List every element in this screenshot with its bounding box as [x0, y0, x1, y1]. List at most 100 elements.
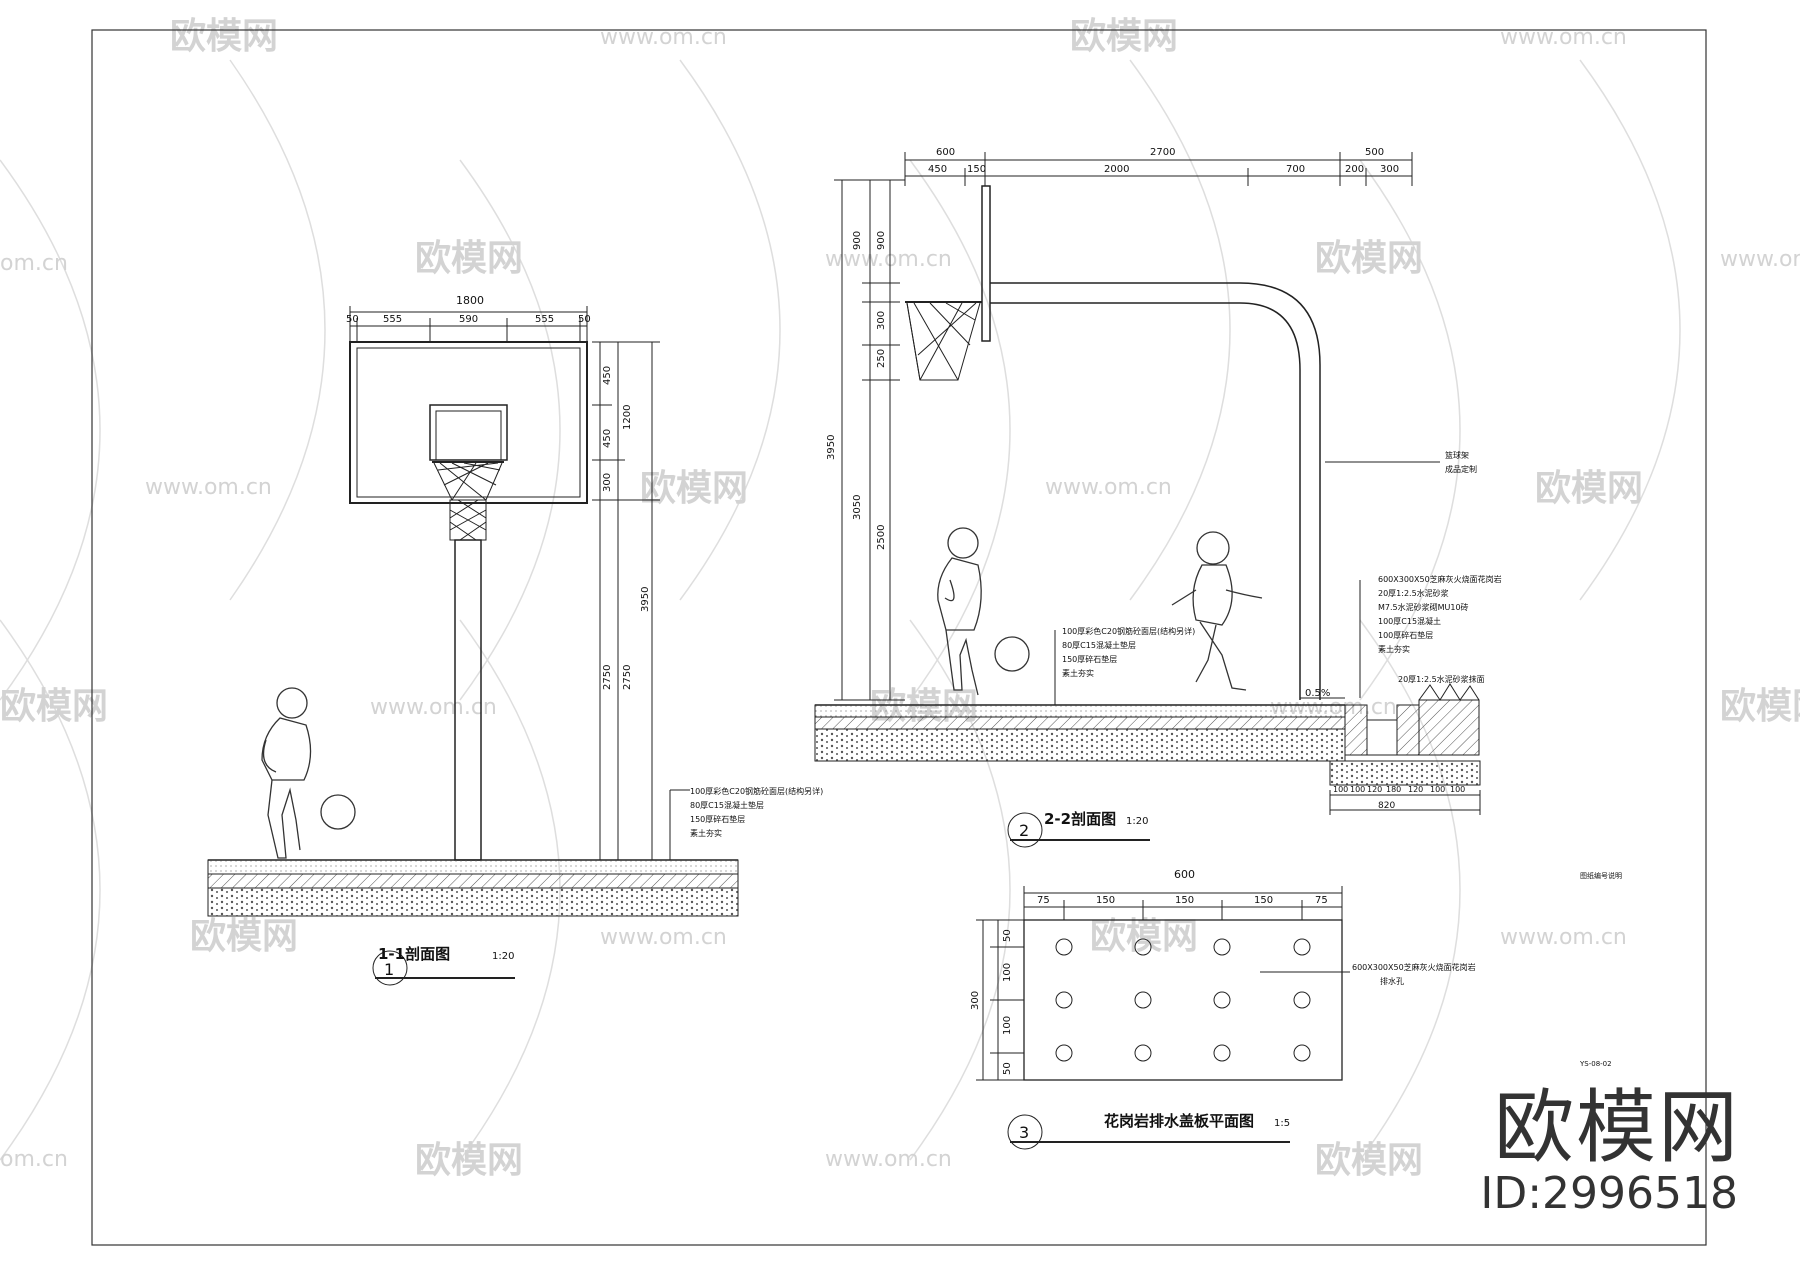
watermark-logo-cut: 欧模网 [1720, 686, 1800, 727]
section-2-2 [814, 152, 1481, 848]
watermark-url: www.om.cn [370, 695, 497, 720]
s2-dim-3950: 3950 [826, 435, 837, 460]
p3-title: 花岗岩排水盖板平面图 [1104, 1112, 1254, 1130]
s2-dim-900b: 900 [876, 231, 887, 250]
child-figure [261, 687, 356, 859]
s2-bottom-dim-4: 180 [1386, 785, 1401, 794]
p3-left-total: 300 [970, 991, 981, 1010]
s1-note-1: 100厚彩色C20钢筋砼面层(结构另详) [690, 786, 823, 796]
section-2-2-labels: 600 2700 500 450 150 2000 700 200 300 90… [826, 147, 1502, 840]
s2-bottom-dim-6: 100 [1430, 785, 1445, 794]
watermark-logo: 欧模网 [1315, 238, 1423, 279]
watermark-url-short: om.cn [0, 1147, 68, 1172]
s1-top-dim-3: 590 [459, 314, 478, 325]
watermark-url: www.om.cn [1500, 925, 1627, 950]
child-figure [937, 527, 1030, 696]
drain-hole [1055, 991, 1073, 1009]
s2-dim-300: 300 [876, 311, 887, 330]
s2-top-2700: 2700 [1150, 147, 1175, 158]
s2-dim-2500: 2500 [876, 525, 887, 550]
p3-top-dim-3: 150 [1175, 895, 1194, 906]
s2-right-note-4: 100厚C15混凝土 [1378, 616, 1441, 626]
s1-scale: 1:20 [492, 951, 514, 962]
s1-dim-300: 300 [602, 473, 613, 492]
s2-dim-900a: 900 [852, 231, 863, 250]
s1-dim-2750a: 2750 [602, 665, 613, 690]
p3-left-dim-4: 50 [1002, 1062, 1013, 1075]
s1-dim-450a: 450 [602, 366, 613, 385]
s2-right-note-3: M7.5水泥砂浆砌MU10砖 [1378, 602, 1469, 612]
watermark-url: www.om.cn [825, 247, 952, 272]
s2-top-150: 150 [967, 164, 986, 175]
section-1-1 [207, 306, 739, 986]
s1-top-dim-2: 555 [383, 314, 402, 325]
watermark-logo: 欧模网 [415, 1140, 523, 1181]
s2-title-number: 2 [1019, 821, 1029, 840]
watermark-logo: 欧模网 [1315, 1140, 1423, 1181]
watermark-logo: 欧模网 [640, 468, 748, 509]
s2-top-300: 300 [1380, 164, 1399, 175]
s2-title: 2-2剖面图 [1044, 810, 1116, 828]
s1-note-2: 80厚C15混凝土垫层 [690, 800, 764, 810]
watermark-logo: 欧模网 [1070, 16, 1178, 57]
s2-top-600: 600 [936, 147, 955, 158]
s1-dim-2750b: 2750 [622, 665, 633, 690]
p3-note-1: 600X300X50芝麻灰火烧面花岗岩 [1352, 962, 1476, 972]
watermark-url: www.om.cn [825, 1147, 952, 1172]
watermark-url: www.om.cn [1720, 247, 1800, 272]
p3-left-dim-3: 100 [1002, 1016, 1013, 1035]
drain-hole [1213, 938, 1231, 956]
p3-title-number: 3 [1019, 1123, 1029, 1142]
watermark-logo: 欧模网 [1535, 468, 1643, 509]
watermark-logo: 欧模网 [415, 238, 523, 279]
s2-right-note-2: 20厚1:2.5水泥砂浆 [1378, 588, 1449, 598]
drain-hole [1134, 991, 1152, 1009]
s2-scale: 1:20 [1126, 816, 1148, 827]
p3-top-total: 600 [1174, 868, 1195, 881]
s1-top-total: 1800 [456, 294, 484, 307]
p3-top-dim-2: 150 [1096, 895, 1115, 906]
brand-id: ID:2996518 [1480, 1168, 1738, 1219]
p3-top-dim-1: 75 [1037, 895, 1050, 906]
s2-top-450: 450 [928, 164, 947, 175]
watermark-url-short: om.cn [0, 251, 68, 276]
s2-slope: 0.5% [1305, 688, 1330, 699]
sheet-code: YS-08-02 [1579, 1060, 1612, 1068]
sheet-border [91, 29, 1707, 1246]
s2-dim-250: 250 [876, 349, 887, 368]
p3-left-dim-1: 50 [1002, 929, 1013, 942]
s2-top-500: 500 [1365, 147, 1384, 158]
s2-bottom-dim-1: 100 [1333, 785, 1348, 794]
drain-hole [1134, 938, 1152, 956]
watermark-url: www.om.cn [600, 25, 727, 50]
watermark-layer [0, 59, 1681, 1161]
s2-bottom-dim-7: 100 [1450, 785, 1465, 794]
s2-bottom-total: 820 [1378, 801, 1395, 811]
p3-scale: 1:5 [1274, 1118, 1290, 1129]
drain-hole [1213, 991, 1231, 1009]
s2-court-note-1: 100厚彩色C20钢筋砼面层(结构另详) [1062, 626, 1195, 636]
s1-top-dim-4: 555 [535, 314, 554, 325]
brand-logo: 欧模网 [1494, 1081, 1740, 1174]
watermark-logo: 欧模网 [170, 16, 278, 57]
p3-note-2: 排水孔 [1380, 976, 1404, 986]
s2-bottom-dim-3: 120 [1367, 785, 1382, 794]
drain-hole [1055, 1044, 1073, 1062]
p3-left-dim-2: 100 [1002, 963, 1013, 982]
plan-3-labels: 600 75 150 150 150 75 300 50 100 100 50 … [970, 868, 1476, 1142]
s2-dim-3050: 3050 [852, 495, 863, 520]
watermark-logo-cut: 欧模网 [0, 686, 108, 727]
s2-court-note-2: 80厚C15混凝土垫层 [1062, 640, 1136, 650]
drain-holes [1055, 938, 1311, 1062]
s2-court-note-3: 150厚碎石垫层 [1062, 654, 1117, 664]
s1-dim-1200: 1200 [622, 405, 633, 430]
watermark-url: www.om.cn [600, 925, 727, 950]
s2-edge-note: 20厚1:2.5水泥砂浆抹面 [1398, 674, 1485, 684]
plan-3-drain-cover [976, 886, 1350, 1150]
sheet-note-right: 图纸编号说明 [1580, 871, 1622, 880]
drain-hole [1293, 938, 1311, 956]
s1-dim-450b: 450 [602, 429, 613, 448]
s2-pole-note-2: 成品定制 [1445, 464, 1477, 474]
p3-top-dim-4: 150 [1254, 895, 1273, 906]
